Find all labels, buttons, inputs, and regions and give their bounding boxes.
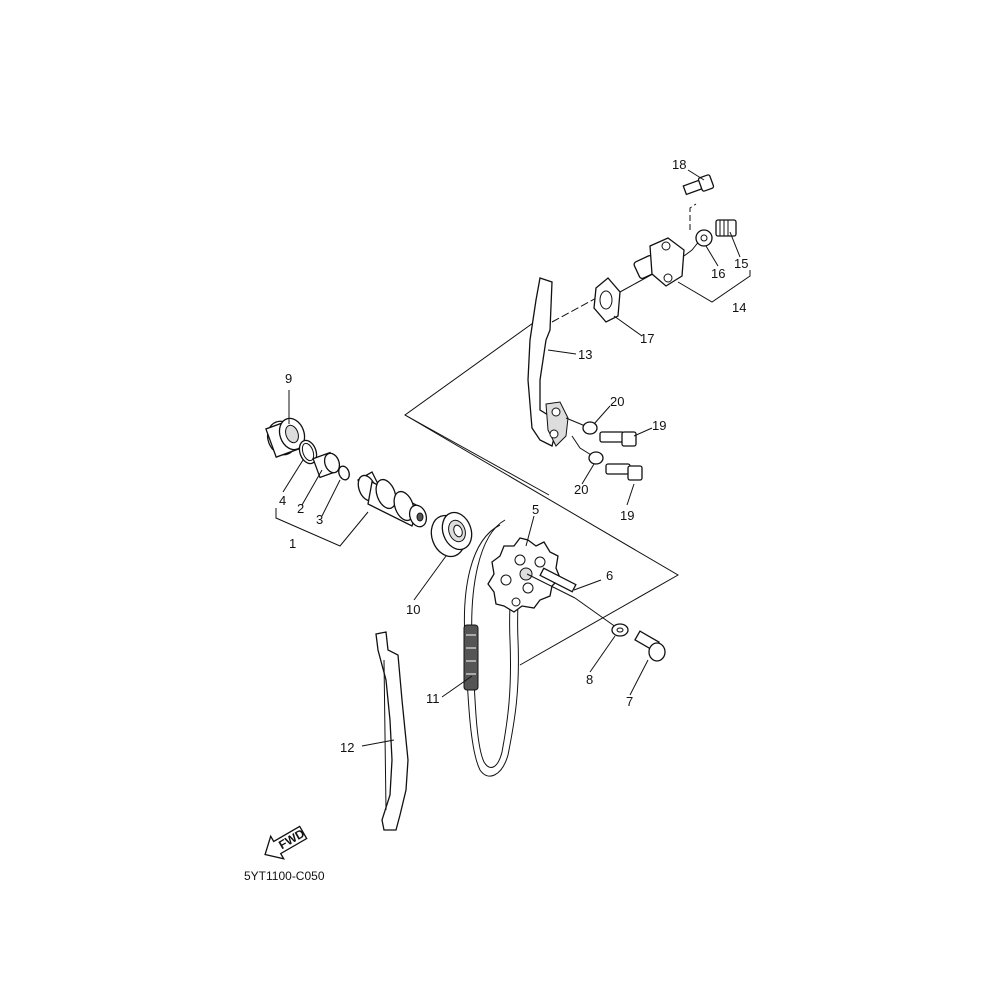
washer-20-lower bbox=[571, 435, 604, 465]
leader-lines bbox=[275, 169, 751, 747]
cam-chain-11 bbox=[463, 519, 520, 777]
label-part-20-lower: 20 bbox=[574, 482, 588, 497]
label-part-20-upper: 20 bbox=[610, 394, 624, 409]
label-part-16: 16 bbox=[711, 266, 725, 281]
washer-8 bbox=[574, 597, 629, 637]
label-part-10: 10 bbox=[406, 602, 420, 617]
label-part-4: 4 bbox=[279, 493, 286, 508]
bolt-7 bbox=[634, 630, 666, 662]
diagram-code: 5YT1100-C050 bbox=[244, 869, 325, 883]
bolt-19-upper bbox=[599, 431, 637, 447]
bushing-2 bbox=[312, 451, 341, 479]
tensioner-assembly-14 bbox=[619, 237, 701, 293]
label-part-9: 9 bbox=[285, 371, 292, 386]
pin-3 bbox=[338, 465, 350, 481]
bearing-10 bbox=[430, 511, 473, 558]
label-part-11: 11 bbox=[426, 691, 440, 706]
label-part-15: 15 bbox=[734, 256, 748, 271]
label-part-7: 7 bbox=[626, 694, 633, 709]
chain-guide-12 bbox=[375, 631, 409, 831]
assembly-outline bbox=[404, 317, 679, 666]
label-part-17: 17 bbox=[640, 331, 654, 346]
fwd-label: FWD bbox=[276, 826, 307, 852]
circlip-4 bbox=[298, 439, 318, 465]
part-labels: 4 2 3 1 5 6 7 8 9 10 11 12 13 14 15 16 1… bbox=[279, 157, 748, 755]
label-part-19-upper: 19 bbox=[652, 418, 666, 433]
label-part-14: 14 bbox=[732, 300, 746, 315]
bolt-18 bbox=[682, 174, 715, 230]
label-part-1: 1 bbox=[289, 536, 296, 551]
label-part-12: 12 bbox=[340, 740, 354, 755]
cam-sprocket-5 bbox=[487, 537, 561, 613]
plug-15 bbox=[715, 219, 737, 237]
fwd-arrow-icon: FWD bbox=[264, 825, 308, 860]
tensioner-guide-13 bbox=[527, 277, 569, 447]
camshaft-1 bbox=[357, 471, 428, 528]
washer-20-upper bbox=[565, 417, 598, 435]
label-part-5: 5 bbox=[532, 502, 539, 517]
label-part-2: 2 bbox=[297, 501, 304, 516]
label-part-19-lower: 19 bbox=[620, 508, 634, 523]
label-part-18: 18 bbox=[672, 157, 686, 172]
bolt-19-lower bbox=[605, 463, 643, 481]
camshaft-bearing-9 bbox=[265, 417, 306, 458]
washer-16 bbox=[695, 229, 713, 247]
label-part-13: 13 bbox=[578, 347, 592, 362]
label-part-8: 8 bbox=[586, 672, 593, 687]
label-part-3: 3 bbox=[316, 512, 323, 527]
label-part-6: 6 bbox=[606, 568, 613, 583]
gasket-17 bbox=[551, 277, 621, 323]
dowel-pin-6 bbox=[526, 567, 577, 599]
